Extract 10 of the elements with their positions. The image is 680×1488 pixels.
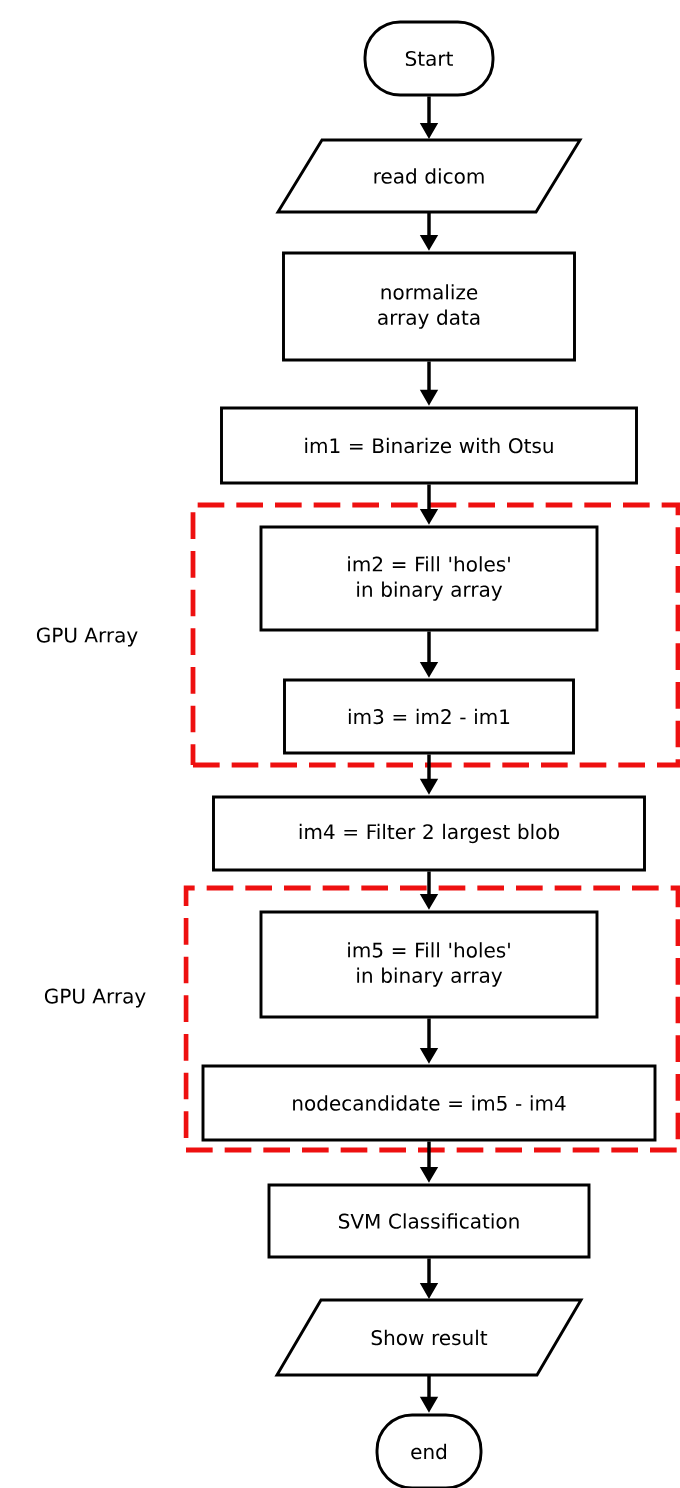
- process-box: nodecandidate = im5 - im4: [201, 1064, 657, 1142]
- process-box: normalize array data: [282, 251, 576, 362]
- process-box: im4 = Filter 2 largest blob: [212, 795, 646, 872]
- process-box: im2 = Fill 'holes' in binary array: [259, 525, 599, 632]
- region-label: GPU Array: [36, 627, 138, 647]
- process-box: SVM Classification: [267, 1183, 591, 1259]
- process-box: im3 = im2 - im1: [283, 678, 575, 755]
- process-box: im1 = Binarize with Otsu: [220, 406, 638, 485]
- process-box: im5 = Fill 'holes' in binary array: [259, 910, 599, 1019]
- region-label: GPU Array: [44, 988, 146, 1008]
